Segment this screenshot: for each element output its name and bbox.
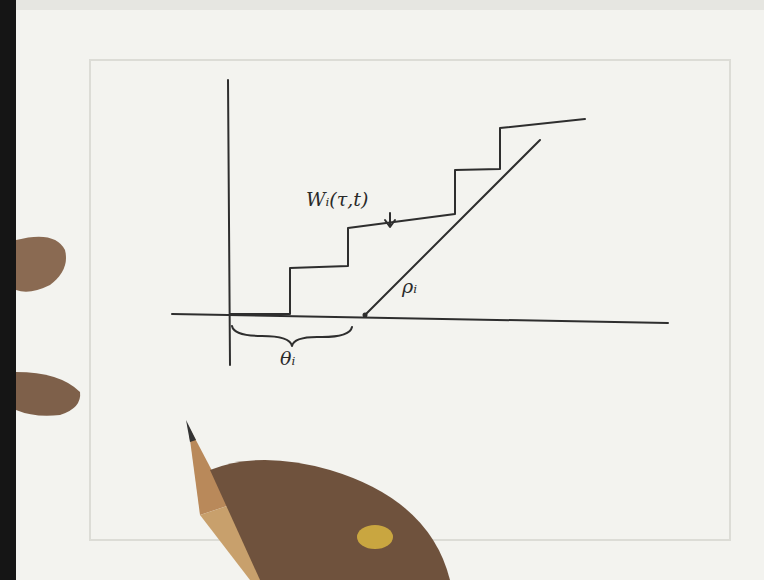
hand (210, 460, 450, 580)
pointer-arrow (385, 213, 395, 227)
function-label: Wᵢ(τ,t) (306, 189, 368, 210)
finger (16, 372, 80, 416)
finger (16, 237, 66, 292)
y-axis (228, 80, 230, 365)
hands (16, 237, 450, 580)
staircase-curve (230, 119, 585, 314)
pencil-lead (186, 420, 196, 442)
ring (357, 525, 393, 549)
rate-line (365, 140, 540, 315)
offset-label: θᵢ (280, 348, 295, 369)
dark-edge (0, 0, 16, 580)
brace (232, 326, 352, 346)
paper-frame (90, 60, 730, 540)
x-axis (172, 314, 668, 323)
paper-sheet (14, 10, 764, 580)
slope-label: ρᵢ (402, 276, 417, 297)
start-dot (363, 313, 368, 318)
